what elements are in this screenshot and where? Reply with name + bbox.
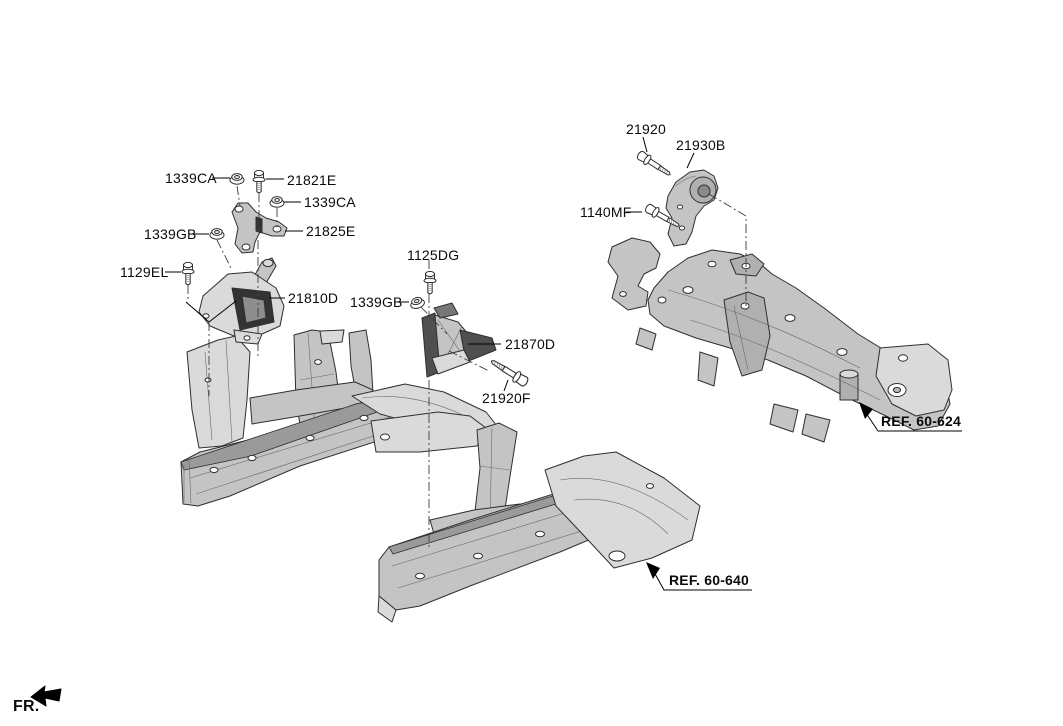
part-label-21920: 21920 [626, 121, 666, 137]
part-label-21825e: 21825E [306, 223, 356, 239]
bolt-21920f-icon [487, 355, 531, 389]
leader-arrowhead-icon [859, 402, 873, 419]
part-label-21821e: 21821E [287, 172, 337, 188]
part-label-1125dg: 1125DG [407, 247, 460, 263]
flange-nut-1339gb-left-icon [209, 228, 225, 240]
side-member-bottom-drawing [370, 411, 701, 623]
bolt-1125dg-icon [423, 270, 437, 295]
part-label-21930b: 21930B [676, 137, 726, 153]
part-label-1339ca-top: 1339CA [165, 170, 217, 186]
mount-bracket-21825e-drawing [231, 202, 288, 254]
front-orientation-label: FR. [13, 698, 40, 715]
leader-arrowhead-icon [646, 562, 660, 579]
bolt-21920-icon [635, 148, 674, 180]
part-label-1339gb-mid: 1339GB [350, 294, 403, 310]
part-label-21810d: 21810D [288, 290, 339, 306]
ref-label-60-640[interactable]: REF. 60-640 [669, 572, 750, 588]
part-label-21870d: 21870D [505, 336, 556, 352]
side-member-left-drawing [180, 329, 498, 507]
center-lines [185, 185, 747, 548]
part-label-1140mf: 1140MF [580, 204, 632, 220]
part-label-1129el: 1129EL [120, 264, 169, 280]
part-label-21920f: 21920F [482, 390, 531, 406]
bolt-21821e-icon [252, 169, 266, 194]
flange-nut-1339gb-mid-icon [408, 295, 427, 311]
leader-lines [165, 136, 962, 591]
part-label-1339ca-right: 1339CA [304, 194, 356, 210]
engine-mount-21810d-drawing [198, 257, 285, 345]
roll-rod-bracket-21930b-drawing [665, 169, 719, 247]
fr-direction-arrow-icon [30, 685, 62, 707]
crossmember-drawing [607, 237, 953, 443]
transmission-mount-21870d-drawing [421, 302, 497, 378]
flange-nut-1339ca-right-icon [269, 196, 285, 208]
part-label-1339gb-left: 1339GB [144, 226, 197, 242]
flange-nut-1339ca-top-icon [229, 173, 245, 185]
bolt-1129el-icon [181, 261, 195, 286]
ref-label-60-624[interactable]: REF. 60-624 [881, 413, 962, 429]
